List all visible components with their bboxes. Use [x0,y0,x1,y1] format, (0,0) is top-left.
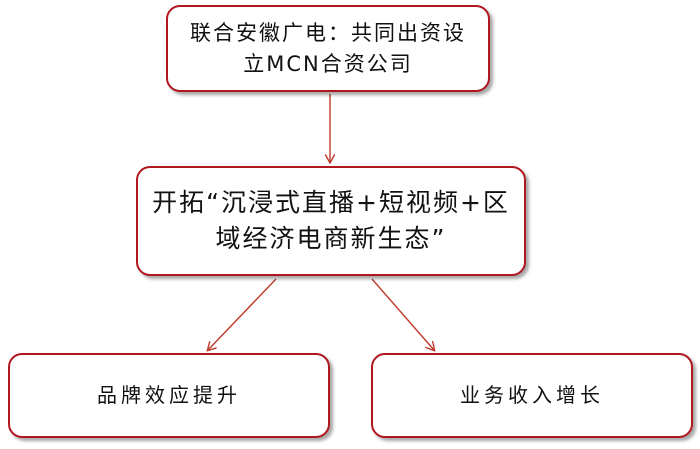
flow-box-mcn-joint-venture: 联合安徽广电：共同出资设立MCN合资公司 [166,5,490,92]
flow-box-mcn-joint-venture-label: 联合安徽广电：共同出资设立MCN合资公司 [190,21,466,76]
flow-box-brand-effect: 品牌效应提升 [8,353,330,438]
flow-box-new-ecosystem: 开拓“沉浸式直播+短视频+区域经济电商新生态” [136,166,526,276]
arrow-middle-to-left [208,278,277,350]
flow-box-revenue-growth: 业务收入增长 [371,353,693,438]
arrow-middle-to-right [371,278,434,350]
flow-box-new-ecosystem-label: 开拓“沉浸式直播+短视频+区域经济电商新生态” [152,187,510,253]
flow-box-revenue-growth-label: 业务收入增长 [460,383,604,407]
flow-box-brand-effect-label: 品牌效应提升 [97,383,241,407]
